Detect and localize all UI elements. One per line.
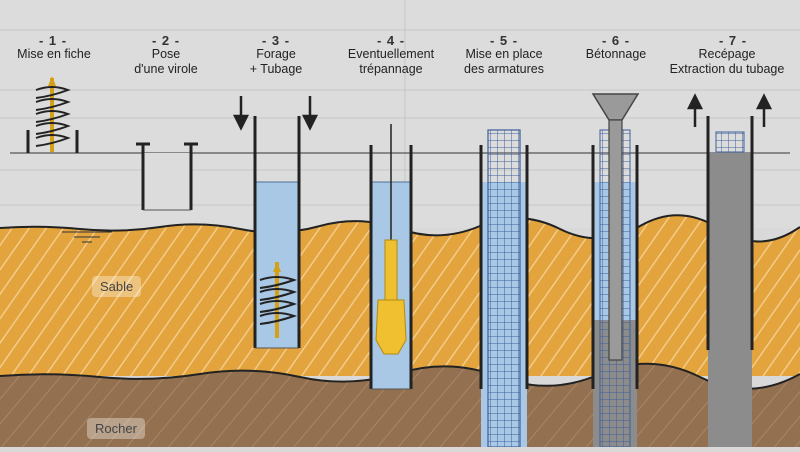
down-arrow-icon xyxy=(232,96,319,131)
step-4-label: Eventuellement trépannage xyxy=(347,47,435,76)
auger-icon xyxy=(259,276,298,325)
up-arrow-icon xyxy=(686,93,773,127)
step-5-drawing xyxy=(479,129,529,448)
step-2-number: - 2 - xyxy=(151,33,181,48)
drill-bit-icon xyxy=(375,239,407,355)
step-6-number: - 6 - xyxy=(601,33,631,48)
step-3-label: Forage + Tubage xyxy=(249,47,303,76)
step-2-drawing xyxy=(136,142,198,211)
guide-lines xyxy=(0,0,800,228)
step-1-drawing xyxy=(26,76,79,153)
step-1-number: - 1 - xyxy=(38,33,68,48)
step-1-label: Mise en fiche xyxy=(17,47,91,61)
water-table-symbol xyxy=(62,231,112,243)
rock-layer-label: Rocher xyxy=(87,418,145,439)
step-5-label: Mise en place des armatures xyxy=(464,47,544,76)
sand-layer-label: Sable xyxy=(92,276,142,297)
step-4-drawing xyxy=(369,124,413,390)
step-6-drawing xyxy=(591,93,640,448)
step-6-label: Bétonnage xyxy=(585,47,647,61)
step-7-label: Recépage Extraction du tubage xyxy=(669,47,785,76)
reinforcement-cage xyxy=(487,129,521,448)
step-7-drawing xyxy=(686,93,773,447)
step-2-label: Pose d'une virole xyxy=(134,47,198,76)
step-4-number: - 4 - xyxy=(376,33,406,48)
concrete-funnel-icon xyxy=(591,93,640,361)
step-7-number: - 7 - xyxy=(718,33,748,48)
step-5-number: - 5 - xyxy=(489,33,519,48)
step-3-number: - 3 - xyxy=(261,33,291,48)
auger-icon xyxy=(35,86,71,147)
step-3-drawing xyxy=(232,96,319,349)
